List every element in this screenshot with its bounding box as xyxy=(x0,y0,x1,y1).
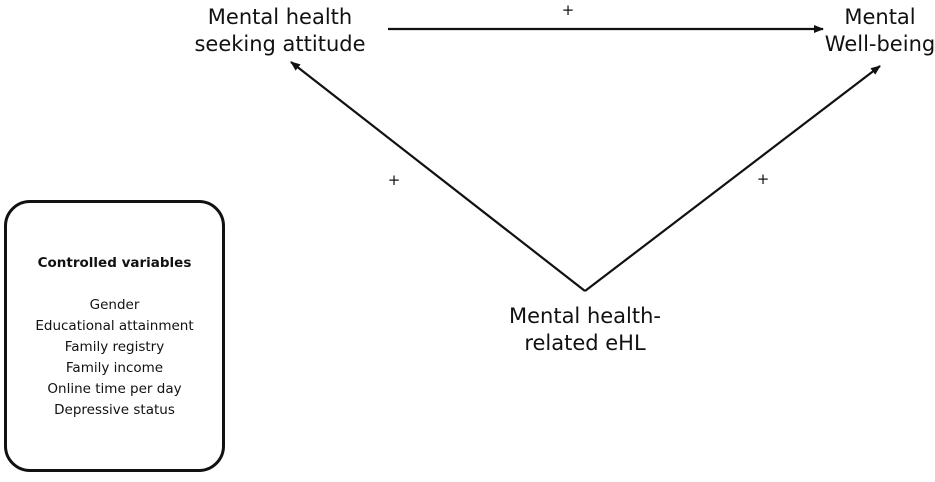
node-mental-health-seeking-attitude: Mental health seeking attitude xyxy=(180,4,380,58)
edge-sign-ehl-attitude: + xyxy=(387,171,401,189)
arrow-ehl-to-attitude xyxy=(290,61,586,292)
controlled-variable-item: Educational attainment xyxy=(35,318,194,334)
arrow-ehl-to-wellbeing xyxy=(584,65,881,292)
node-mental-health-related-ehl: Mental health- related eHL xyxy=(490,303,680,357)
edge-sign-ehl-wellbeing: + xyxy=(756,170,770,188)
node-attitude-line2: seeking attitude xyxy=(194,32,366,56)
controlled-variable-item: Depressive status xyxy=(54,402,175,418)
controlled-variable-item: Family income xyxy=(65,360,164,376)
controlled-variables-list: Gender Educational attainment Family reg… xyxy=(7,295,222,421)
node-wellbeing-line2: Well-being xyxy=(824,32,935,56)
node-wellbeing-line1: Mental xyxy=(844,5,916,29)
controlled-variable-item: Gender xyxy=(89,297,140,313)
node-ehl-line1: Mental health- xyxy=(508,304,661,328)
controlled-variables-title: Controlled variables xyxy=(37,255,192,271)
edge-sign-attitude-wellbeing: + xyxy=(561,1,575,19)
node-ehl-line2: related eHL xyxy=(524,331,646,355)
controlled-variables-box: Controlled variables Gender Educational … xyxy=(4,200,225,472)
controlled-variable-item: Online time per day xyxy=(47,381,182,397)
controlled-variable-item: Family registry xyxy=(64,339,165,355)
node-attitude-line1: Mental health xyxy=(207,5,353,29)
node-mental-well-being: Mental Well-being xyxy=(810,4,935,58)
